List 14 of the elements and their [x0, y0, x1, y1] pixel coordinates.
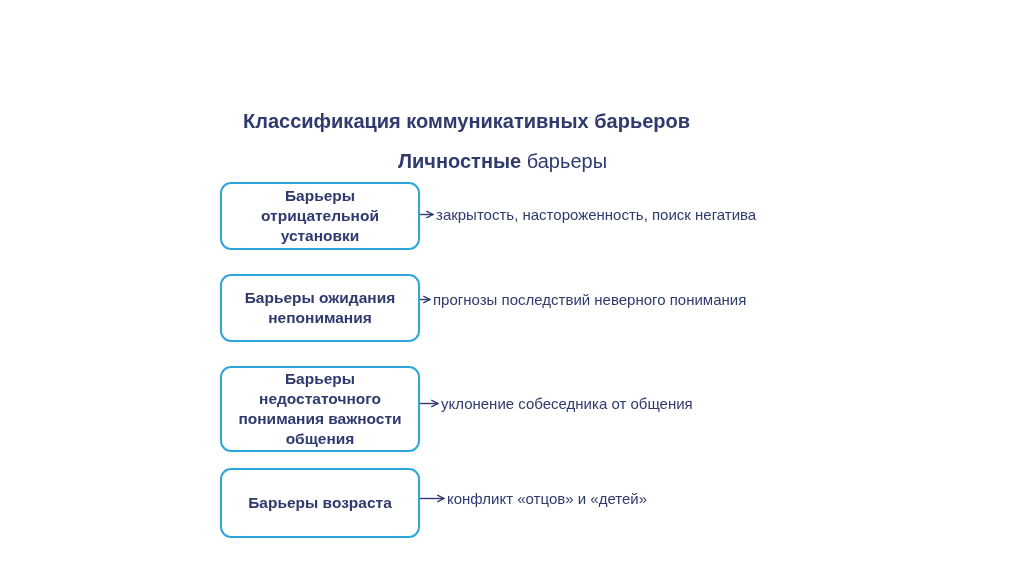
barrier-box: Барьеры возраста — [220, 468, 420, 538]
title: Классификация коммуникативных барьеров — [243, 110, 691, 133]
description-text: уклонение собеседника от общения — [441, 395, 693, 412]
subtitle: Личностные барьеры — [398, 150, 608, 173]
arrow — [419, 399, 439, 408]
arrow — [419, 210, 434, 219]
barrier-box: Барьеры ожидания непонимания — [220, 274, 420, 342]
arrow — [419, 295, 431, 304]
barrier-box: Барьеры недостаточного понимания важности общения — [220, 366, 420, 452]
description-text: прогнозы последствий неверного понимания — [433, 291, 747, 308]
description-text: закрытость, настороженность, поиск негатива — [436, 206, 757, 223]
arrow — [419, 494, 445, 503]
description-text: конфликт «отцов» и «детей» — [447, 490, 647, 507]
barrier-box: Барьеры отрицательной установки — [220, 182, 420, 250]
